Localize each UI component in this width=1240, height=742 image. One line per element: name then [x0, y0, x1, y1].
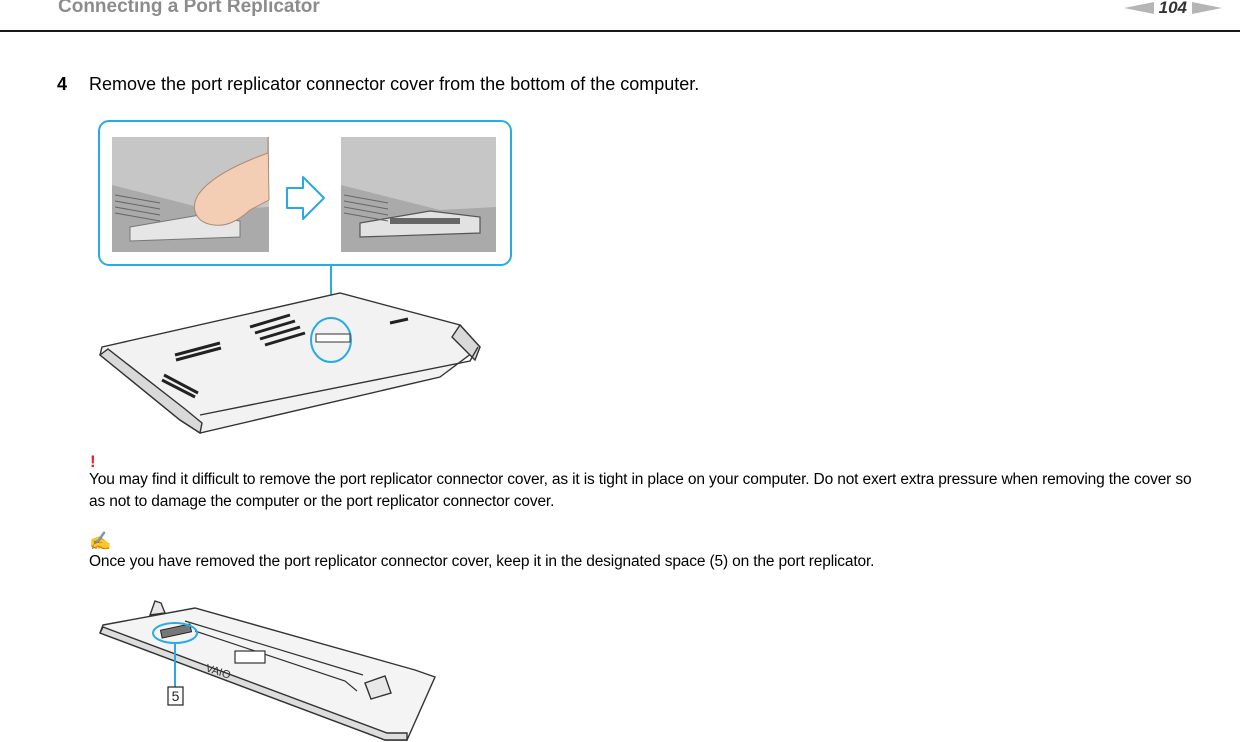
port-replicator-illustration: VAIO 5 [99, 600, 436, 741]
callout-number-5: 5 [172, 688, 180, 704]
remove-cover-after-image [341, 137, 496, 252]
step-instruction: 4 Remove the port replicator connector co… [57, 74, 699, 95]
note-hand-icon: ✍ [89, 531, 112, 551]
laptop-body-drawing [98, 292, 482, 435]
remove-cover-before-image [112, 136, 270, 252]
page-navigation: 104 [1123, 0, 1222, 19]
section-title: Connecting a Port Replicator [58, 0, 320, 17]
laptop-vents [161, 313, 409, 399]
page-header: Connecting a Port Replicator 104 [0, 0, 1240, 32]
page-number: 104 [1158, 0, 1187, 17]
warning-icon: ! [90, 452, 96, 471]
warning-note: You may find it difficult to remove the … [89, 471, 1192, 510]
header-divider [0, 30, 1240, 32]
previous-page-arrow-icon[interactable] [1123, 2, 1154, 14]
laptop-bottom-illustration [98, 120, 512, 435]
step-text: Remove the port replicator connector cov… [89, 74, 700, 94]
next-page-arrow-icon[interactable] [1192, 2, 1222, 14]
step-number: 4 [57, 74, 68, 94]
hint-note: Once you have removed the port replicato… [89, 553, 875, 570]
transition-arrow-icon [286, 176, 325, 220]
